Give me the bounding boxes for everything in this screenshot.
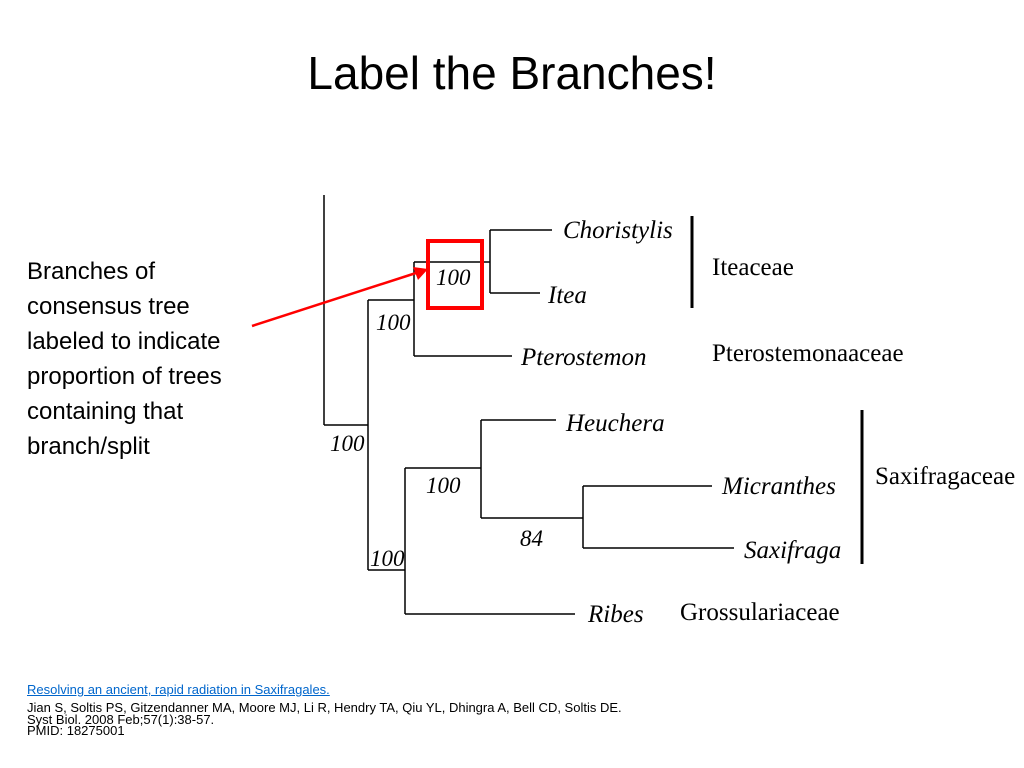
explanation-text: Branches of consensus tree labeled to in… [27,254,277,464]
citation-journal: Syst Biol. 2008 Feb;57(1):38-57. [27,712,215,727]
taxon-label: Micranthes [721,473,836,500]
citation-pmid: PMID: 18275001 [27,723,125,738]
explanation-line: consensus tree [27,293,190,320]
highlight-box [426,239,484,310]
support-value: 100 [330,431,365,456]
taxon-label: Itea [547,282,587,309]
support-value: 84 [520,526,543,551]
taxon-label: Saxifraga [744,537,841,564]
explanation-line: Branches of [27,258,156,285]
tree-branches [323,195,734,615]
family-label: Grossulariaceae [680,599,840,626]
support-value: 100 [436,265,471,290]
explanation-line: containing that [27,398,184,425]
slide-title: Label the Branches! [307,47,717,99]
support-value: 100 [370,546,405,571]
citation: Resolving an ancient, rapid radiation in… [27,683,622,738]
explanation-line: branch/split [27,433,150,460]
taxon-label: Heuchera [565,410,665,437]
taxon-label: Pterostemon [520,344,646,371]
family-label: Iteaceae [712,254,794,281]
citation-authors: Jian S, Soltis PS, Gitzendanner MA, Moor… [27,700,622,715]
explanation-line: labeled to indicate [27,328,221,355]
explanation-line: proportion of trees [27,363,222,390]
article-link[interactable]: Resolving an ancient, rapid radiation in… [27,682,330,697]
pointer-arrow [251,271,417,328]
taxon-label: Choristylis [563,217,673,244]
support-value: 100 [426,473,461,498]
family-label: Pterostemonaaceae [712,340,904,367]
family-label: Saxifragaceae [875,463,1015,490]
arrowhead-icon [413,267,428,280]
support-value: 100 [376,310,411,335]
taxon-label: Ribes [587,601,644,628]
